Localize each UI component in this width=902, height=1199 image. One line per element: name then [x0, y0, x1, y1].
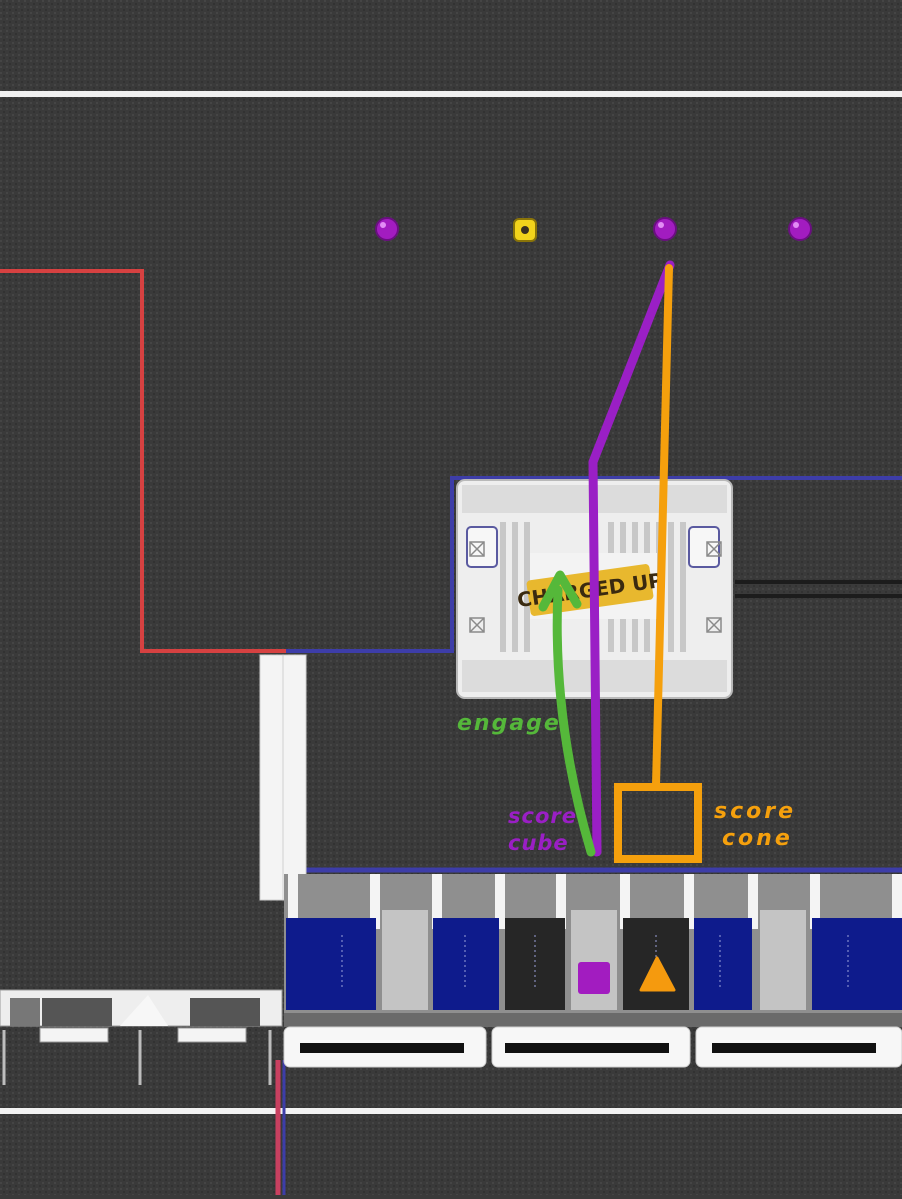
engage-path-line	[552, 585, 596, 857]
cube-node	[382, 910, 428, 1010]
cube-path-line	[588, 260, 675, 857]
score-cube-label-line2: cube	[508, 831, 569, 855]
cone-node	[433, 918, 499, 1010]
score-cone-label-line2: cone	[722, 826, 793, 851]
game-pieces	[375, 217, 812, 242]
cone-node	[505, 918, 565, 1010]
rail-top	[735, 580, 902, 584]
score-cone-target-box	[614, 783, 702, 863]
cube-marker-icon	[578, 962, 610, 994]
score-cube-label-line1: score	[508, 804, 577, 828]
cube-piece-icon	[375, 217, 399, 241]
engage-label: engage	[457, 711, 561, 736]
score-cone-label-line1: score	[714, 799, 796, 824]
cube-node	[760, 910, 806, 1010]
blue-community-line	[286, 476, 902, 653]
engage-arrow-icon	[538, 570, 582, 612]
cube-piece-icon	[788, 217, 812, 241]
loading-zone-structure	[0, 989, 283, 1085]
cone-marker-icon	[639, 956, 676, 992]
bottom-field-line	[0, 1108, 902, 1114]
top-field-line	[0, 91, 902, 97]
cone-node	[694, 918, 752, 1010]
cone-node	[286, 918, 376, 1010]
cube-node	[571, 910, 617, 1010]
red-community-line	[0, 269, 286, 653]
cone-path-line	[652, 264, 673, 789]
rail-bottom	[735, 594, 902, 598]
cone-node	[812, 918, 902, 1010]
cube-piece-icon	[653, 217, 677, 241]
